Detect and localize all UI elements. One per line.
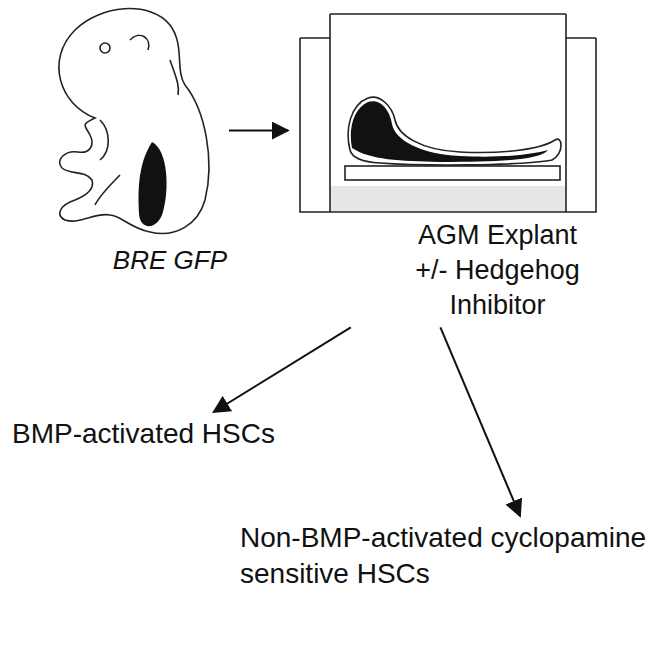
node-text: BMP-activated HSCs bbox=[12, 416, 292, 452]
embryo-drawing bbox=[59, 9, 209, 234]
explant-dish bbox=[300, 14, 596, 212]
flow-arrow bbox=[229, 130, 288, 132]
embryo-node: BRE GFP bbox=[45, 0, 227, 278]
node-text: +/- Hedgehog Inhibitor bbox=[385, 253, 610, 323]
flow-arrow bbox=[440, 327, 520, 516]
agm-region bbox=[139, 142, 167, 226]
outcome-node: BMP-activated HSCs bbox=[12, 416, 292, 452]
agm-tissue bbox=[351, 101, 548, 162]
explant-node: AGM Explant+/- Hedgehog Inhibitor bbox=[290, 10, 610, 323]
outcome-node: Non-BMP-activated cyclopamine sensitive … bbox=[240, 520, 658, 593]
node-text: Non-BMP-activated cyclopamine sensitive … bbox=[240, 520, 658, 593]
node-text: AGM Explant bbox=[385, 218, 610, 253]
node-text: BRE GFP bbox=[45, 244, 227, 278]
flow-arrow bbox=[214, 327, 351, 412]
